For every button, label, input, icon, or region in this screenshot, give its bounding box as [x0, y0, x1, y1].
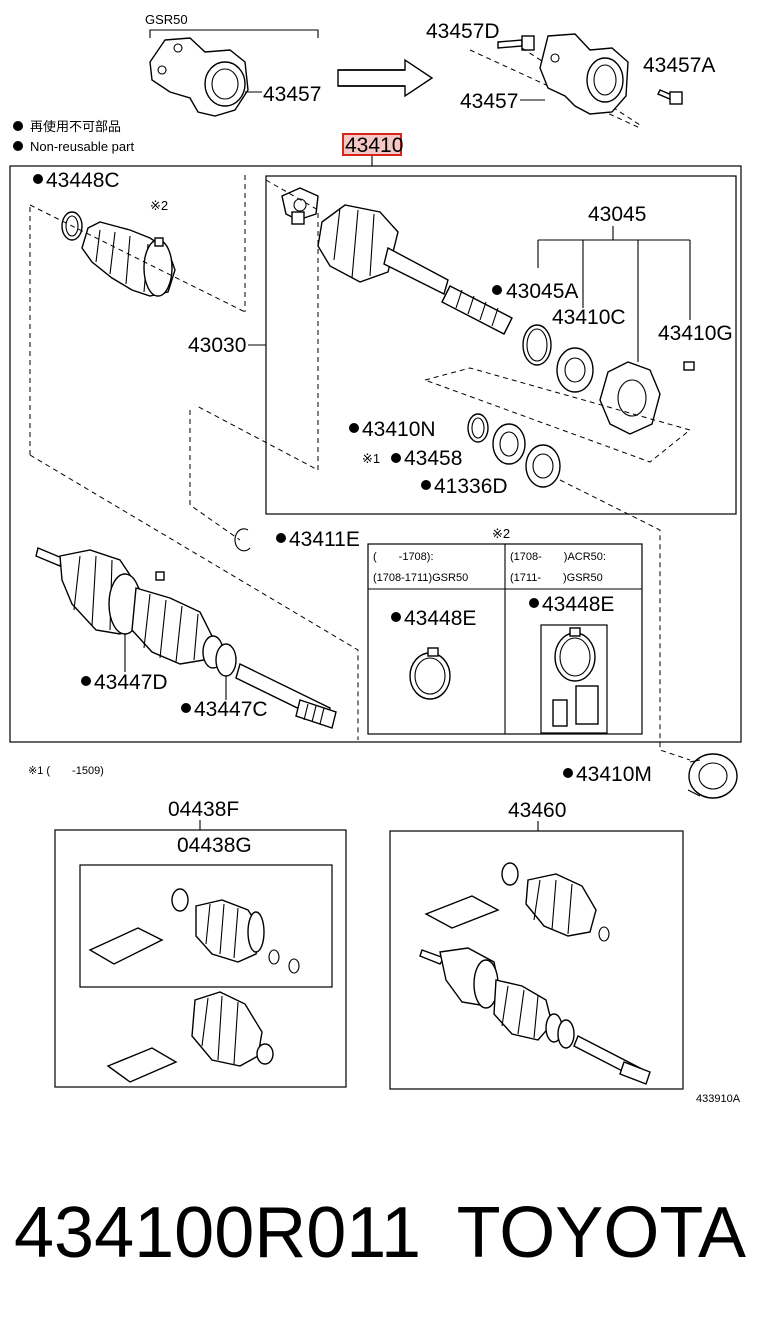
kit-43460-box: [389, 830, 684, 1090]
part-43448E-right: 43448E: [542, 593, 614, 616]
clamp-kit-43448E-right: [540, 624, 608, 734]
part-43411E: 43411E: [289, 528, 360, 551]
part-43030: 43030: [188, 334, 246, 357]
bearing-43410M: [687, 753, 738, 799]
knuckle-part-left: [149, 37, 249, 117]
diagram-id: 433910A: [696, 1093, 741, 1105]
gsr50-bracket-group: GSR50 43457 43457D 43457A: [145, 12, 715, 129]
caption-brand: TOYOTA: [456, 1193, 746, 1273]
part-43447D: 43447D: [94, 671, 168, 694]
part-43410N: 43410N: [362, 418, 436, 441]
bearing-43410C: [556, 347, 594, 393]
bolt-43457A: [657, 89, 683, 105]
table-left-row1: ( -1708):: [373, 551, 434, 563]
legend: 再使用不可部品 Non-reusable part: [13, 119, 134, 154]
boot-kit-04438G: [88, 888, 300, 974]
part-41336D: 41336D: [434, 475, 508, 498]
part-43410: 43410: [345, 134, 403, 157]
part-43045: 43045: [588, 203, 646, 226]
note2-label: ※2: [150, 198, 168, 213]
part-04438F: 04438F: [168, 798, 239, 821]
axle-kit-43460: [419, 862, 651, 1085]
part-43457A: 43457A: [643, 54, 715, 77]
bracket-housing: [599, 361, 661, 435]
gsr50-bracket: [149, 29, 319, 38]
snap-ring-43410N: [467, 413, 489, 443]
part-43410M: 43410M: [576, 763, 652, 786]
table-note2: ※2: [492, 526, 510, 541]
legend-en: Non-reusable part: [30, 139, 134, 154]
part-43045A: 43045A: [506, 280, 578, 303]
parts-diagram: GSR50 43457 43457D 43457A: [9, 12, 742, 1105]
assembly-box: [9, 165, 742, 743]
footnote1: ※1 ( -1509): [28, 765, 104, 777]
caption-part-number: 434100R011: [14, 1193, 422, 1273]
note1-label: ※1: [362, 451, 380, 466]
part-04438G: 04438G: [177, 834, 252, 857]
table-left-row2: (1708-1711)GSR50: [373, 572, 468, 584]
tripod-joint: [281, 187, 319, 225]
part-43458: 43458: [404, 447, 462, 470]
part-43457-b: 43457: [460, 90, 518, 113]
clamp-table: ( -1708): (1708-1711)GSR50 (1708- )ACR50…: [367, 543, 643, 735]
inner-housing: [317, 204, 513, 335]
bolt-43457D: [497, 35, 535, 51]
kit-04438G-box: [79, 864, 333, 988]
table-right-row2: (1711- )GSR50: [510, 572, 603, 584]
kit-04438F-box: [54, 829, 347, 1088]
part-43447C: 43447C: [194, 698, 268, 721]
part-43448C: 43448C: [46, 169, 120, 192]
boot-top: [81, 221, 176, 297]
snap-ring-43045A: [522, 324, 552, 366]
drive-shaft-assembly: [35, 547, 337, 729]
part-43410C: 43410C: [552, 306, 626, 329]
part-43460: 43460: [508, 799, 566, 822]
boot-kit-04438F: [106, 991, 274, 1083]
legend-jp: 再使用不可部品: [30, 119, 121, 134]
pin-43410G: [683, 361, 695, 371]
knuckle-part-right: [539, 33, 629, 115]
table-right-row1: (1708- )ACR50:: [510, 551, 606, 563]
clamp-43448E-left: [409, 647, 451, 700]
part-43448E-left: 43448E: [404, 607, 476, 630]
part-43457D: 43457D: [426, 20, 500, 43]
part-43457-a: 43457: [263, 83, 321, 106]
caption-bar: 434100R011 TOYOTA: [0, 1188, 760, 1278]
arrow-right: [337, 58, 434, 98]
gsr50-label: GSR50: [145, 12, 188, 27]
seal-41336D: [525, 444, 561, 488]
seal-43458: [492, 423, 526, 465]
part-43410G: 43410G: [658, 322, 733, 345]
main-part-highlight: 43410: [342, 133, 403, 166]
snap-ring-43411E: [234, 528, 251, 552]
